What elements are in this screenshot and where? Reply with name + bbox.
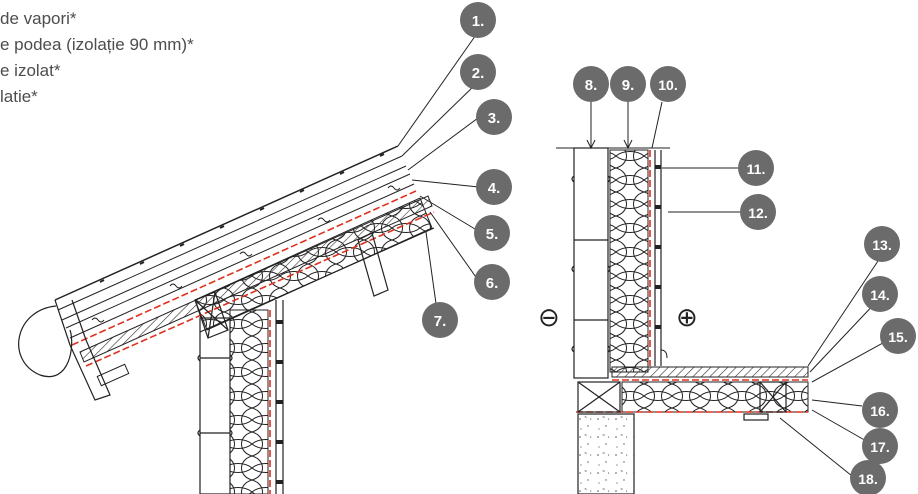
badge-13: 13. [864, 226, 900, 262]
legend-line-3: e izolat* [0, 61, 61, 80]
svg-text:14.: 14. [870, 287, 889, 303]
badge-17: 17. [862, 428, 898, 464]
badge-14: 14. [862, 276, 898, 312]
legend-line-4: latie* [0, 87, 38, 106]
svg-text:15.: 15. [888, 329, 907, 345]
svg-text:17.: 17. [870, 439, 889, 455]
svg-text:5.: 5. [486, 226, 499, 243]
badge-3: 3. [476, 99, 512, 135]
badge-18: 18. [850, 460, 886, 494]
badge-8: 8. [573, 66, 609, 102]
badge-15: 15. [880, 318, 916, 354]
legend-line-1: de vapori* [0, 9, 77, 28]
svg-text:13.: 13. [872, 237, 891, 253]
badge-16: 16. [862, 392, 898, 428]
svg-text:1.: 1. [472, 13, 485, 30]
badge-12: 12. [740, 194, 776, 230]
badge-2: 2. [460, 54, 496, 90]
badges: 1. 2. 3. 4. 5. 6. 7. 8. 9. 10. 11. 12. 1… [422, 2, 916, 494]
outside-symbol: ⊖ [538, 303, 560, 333]
svg-text:3.: 3. [488, 110, 501, 127]
svg-text:11.: 11. [747, 161, 766, 177]
svg-text:2.: 2. [472, 65, 485, 82]
roof-detail [18, 145, 435, 494]
svg-text:10.: 10. [658, 77, 677, 93]
wall-leaders [586, 101, 893, 477]
badge-11: 11. [738, 150, 774, 186]
svg-text:12.: 12. [748, 205, 767, 221]
svg-text:9.: 9. [622, 77, 635, 94]
svg-text:16.: 16. [870, 403, 889, 419]
legend-line-2: e podea (izolație 90 mm)* [0, 35, 194, 54]
badge-6: 6. [474, 264, 510, 300]
svg-text:18.: 18. [858, 471, 877, 487]
wall-floor-detail: ⊖ ⊕ [538, 147, 809, 494]
badge-7: 7. [422, 302, 458, 338]
svg-text:8.: 8. [585, 77, 598, 94]
badge-10: 10. [650, 66, 686, 102]
legend-text: de vapori* e podea (izolație 90 mm)* e i… [0, 6, 194, 110]
badge-5: 5. [474, 215, 510, 251]
svg-text:7.: 7. [434, 313, 447, 330]
badge-9: 9. [610, 66, 646, 102]
svg-text:6.: 6. [486, 275, 499, 292]
badge-4: 4. [476, 169, 512, 205]
svg-text:4.: 4. [488, 180, 501, 197]
badge-1: 1. [460, 2, 496, 38]
inside-symbol: ⊕ [676, 303, 698, 333]
